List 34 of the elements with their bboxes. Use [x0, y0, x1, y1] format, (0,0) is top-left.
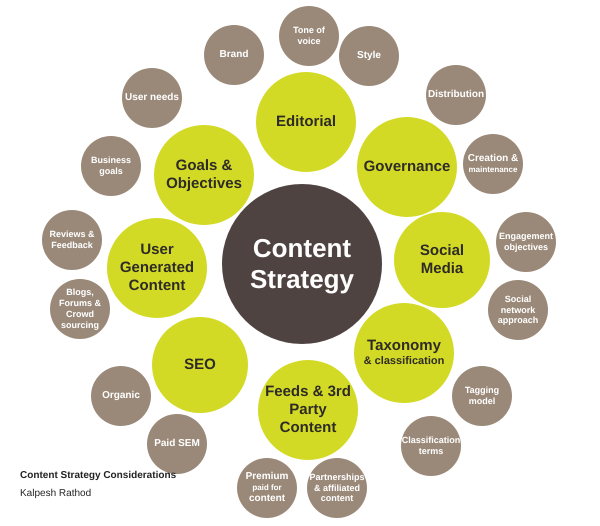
topic-circle: [154, 125, 254, 225]
circle-label: Social network approach: [496, 294, 540, 326]
circle-label: paid for: [252, 483, 282, 493]
circle-label: Engagement objectives: [498, 231, 554, 253]
circle-label: Style: [357, 50, 381, 62]
circle-label: User Generated Content: [118, 241, 196, 295]
circle-label: Tone of voice: [292, 25, 326, 47]
author-name: Kalpesh Rathod: [20, 488, 92, 499]
circle-label: Creation &: [468, 153, 518, 166]
circle-label: Premium: [246, 471, 288, 484]
circle-label: Brand: [220, 49, 248, 61]
circle-label: SEO: [184, 356, 216, 374]
circle-label: Feeds & 3rd Party Content: [264, 383, 352, 437]
circle-label: Business goals: [90, 155, 132, 177]
circle-label: User needs: [125, 92, 179, 104]
circle-label: Tagging model: [464, 385, 500, 407]
circle-label: Editorial: [276, 113, 336, 131]
circle-label: Reviews & Feedback: [48, 229, 96, 251]
topic-circle: [152, 317, 248, 413]
circle-label: Organic: [102, 390, 140, 402]
circle-label: Distribution: [428, 89, 484, 101]
circle-label: content: [248, 492, 286, 505]
circle-label: & classification: [364, 355, 444, 369]
circle-label: Partnerships & affiliated content: [309, 472, 365, 504]
caption-title: Content Strategy Considerations: [20, 470, 176, 481]
circle-label: Governance: [364, 158, 450, 176]
circle-label: Social Media: [418, 242, 466, 278]
circle-label: Taxonomy: [367, 337, 441, 356]
circle-label: maintenance: [468, 165, 518, 175]
circle-label: Goals & Objectives: [165, 157, 243, 193]
circle-label: Content Strategy: [248, 232, 356, 296]
circle-label: Blogs, Forums & Crowd sourcing: [58, 287, 102, 331]
circle-label: Classification terms: [402, 435, 460, 457]
circle-label: Paid SEM: [154, 438, 200, 450]
